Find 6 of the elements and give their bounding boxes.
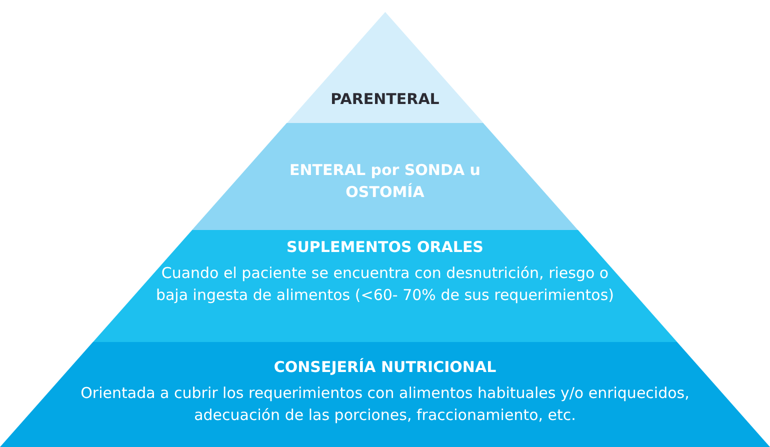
- tier-heading: ENTERAL por SONDA u OSTOMÍA: [288, 160, 482, 203]
- tier-heading: SUPLEMENTOS ORALES: [286, 238, 484, 256]
- tier-heading: CONSEJERÍA NUTRICIONAL: [274, 358, 496, 376]
- tier-description: Cuando el paciente se encuentra con desnutrición, riesgo o baja ingesta de alimentos (<60- 70% de sus requerimientos): [154, 263, 616, 306]
- tier-heading: PARENTERAL: [330, 90, 440, 108]
- tier-description: Orientada a cubrir los requerimientos con alimentos habituales y/o enriquecidos, adecuación de las porciones, fraccionamiento, etc.: [80, 383, 690, 426]
